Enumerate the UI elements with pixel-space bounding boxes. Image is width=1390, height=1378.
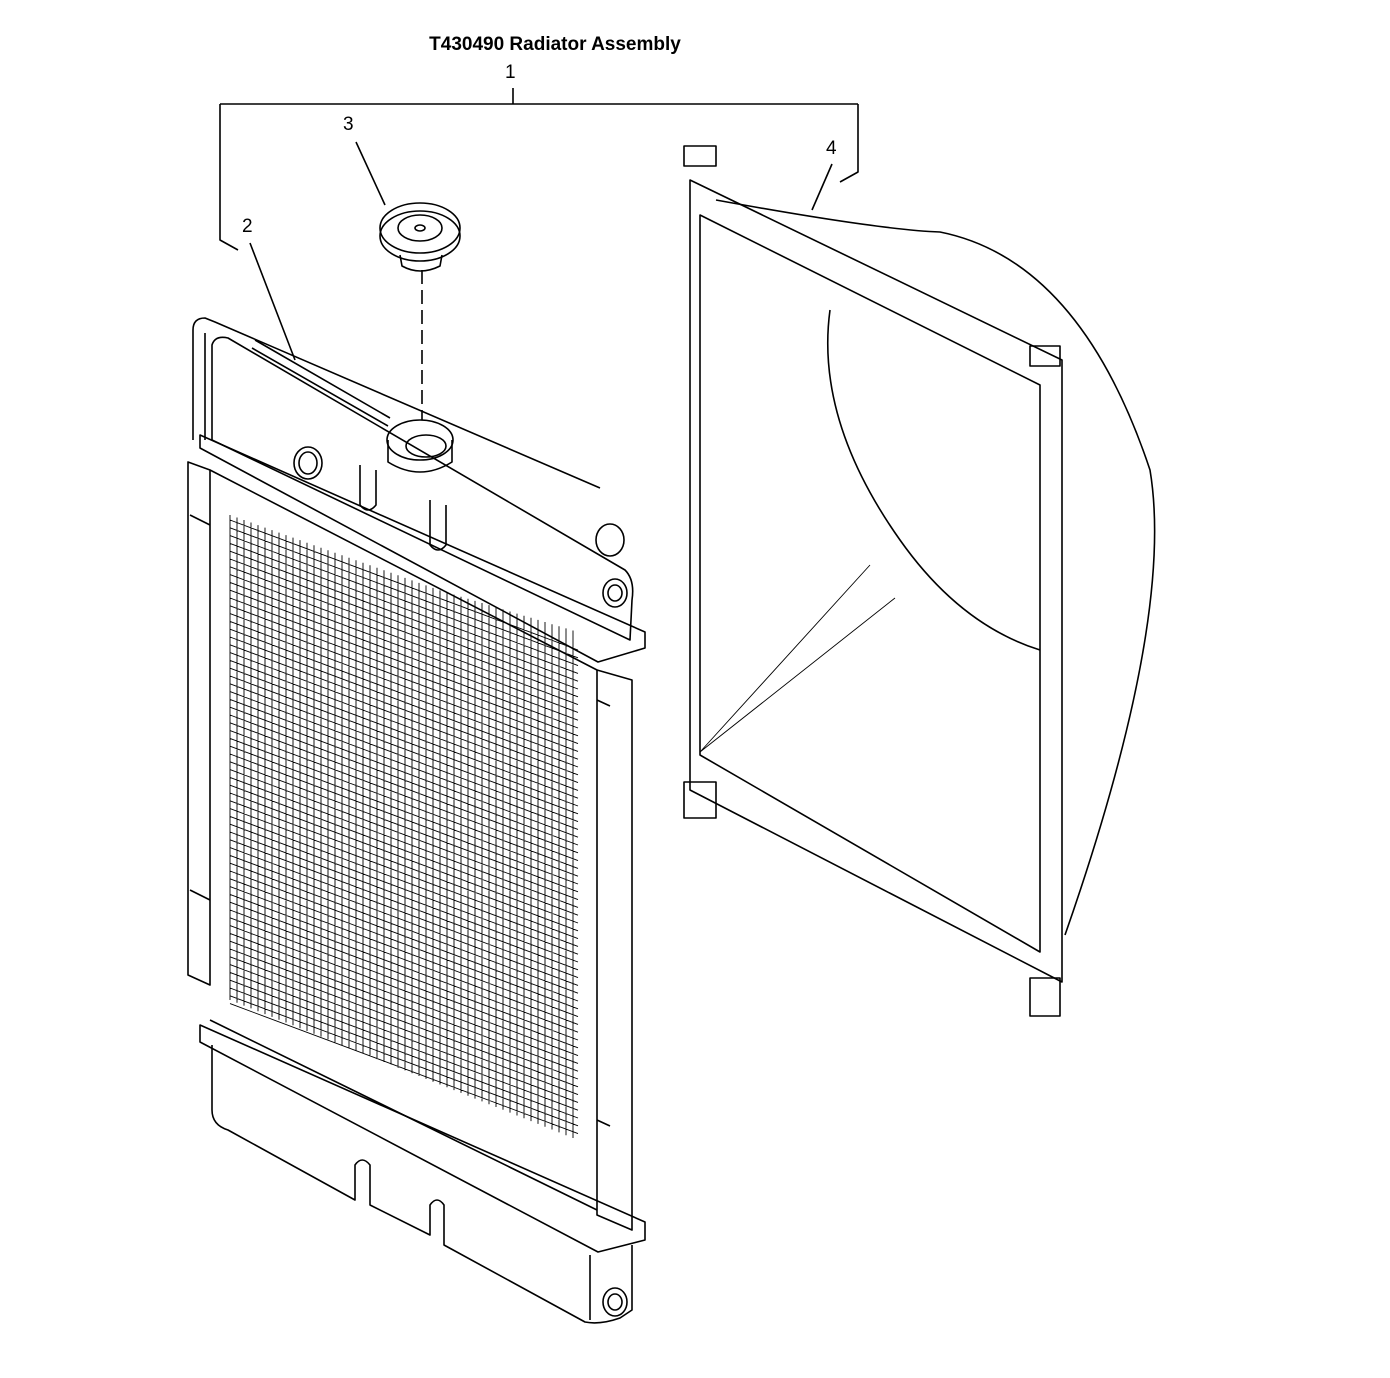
- mesh-lines: [229, 515, 579, 1138]
- callout-3: 3: [343, 114, 354, 135]
- leader-4: [811, 163, 833, 211]
- leader-3: [355, 141, 386, 206]
- radiator: [187, 317, 646, 1324]
- diagram-title: T430490 Radiator Assembly: [429, 34, 681, 55]
- assembly-bracket: [219, 88, 859, 251]
- radiator-core-mesh: [229, 515, 579, 1138]
- fan-shroud: [683, 145, 1156, 1017]
- callout-1: 1: [505, 62, 516, 83]
- radiator-cap: [379, 202, 461, 420]
- callout-4: 4: [826, 138, 837, 159]
- callout-2: 2: [242, 216, 253, 237]
- leader-2: [249, 242, 296, 361]
